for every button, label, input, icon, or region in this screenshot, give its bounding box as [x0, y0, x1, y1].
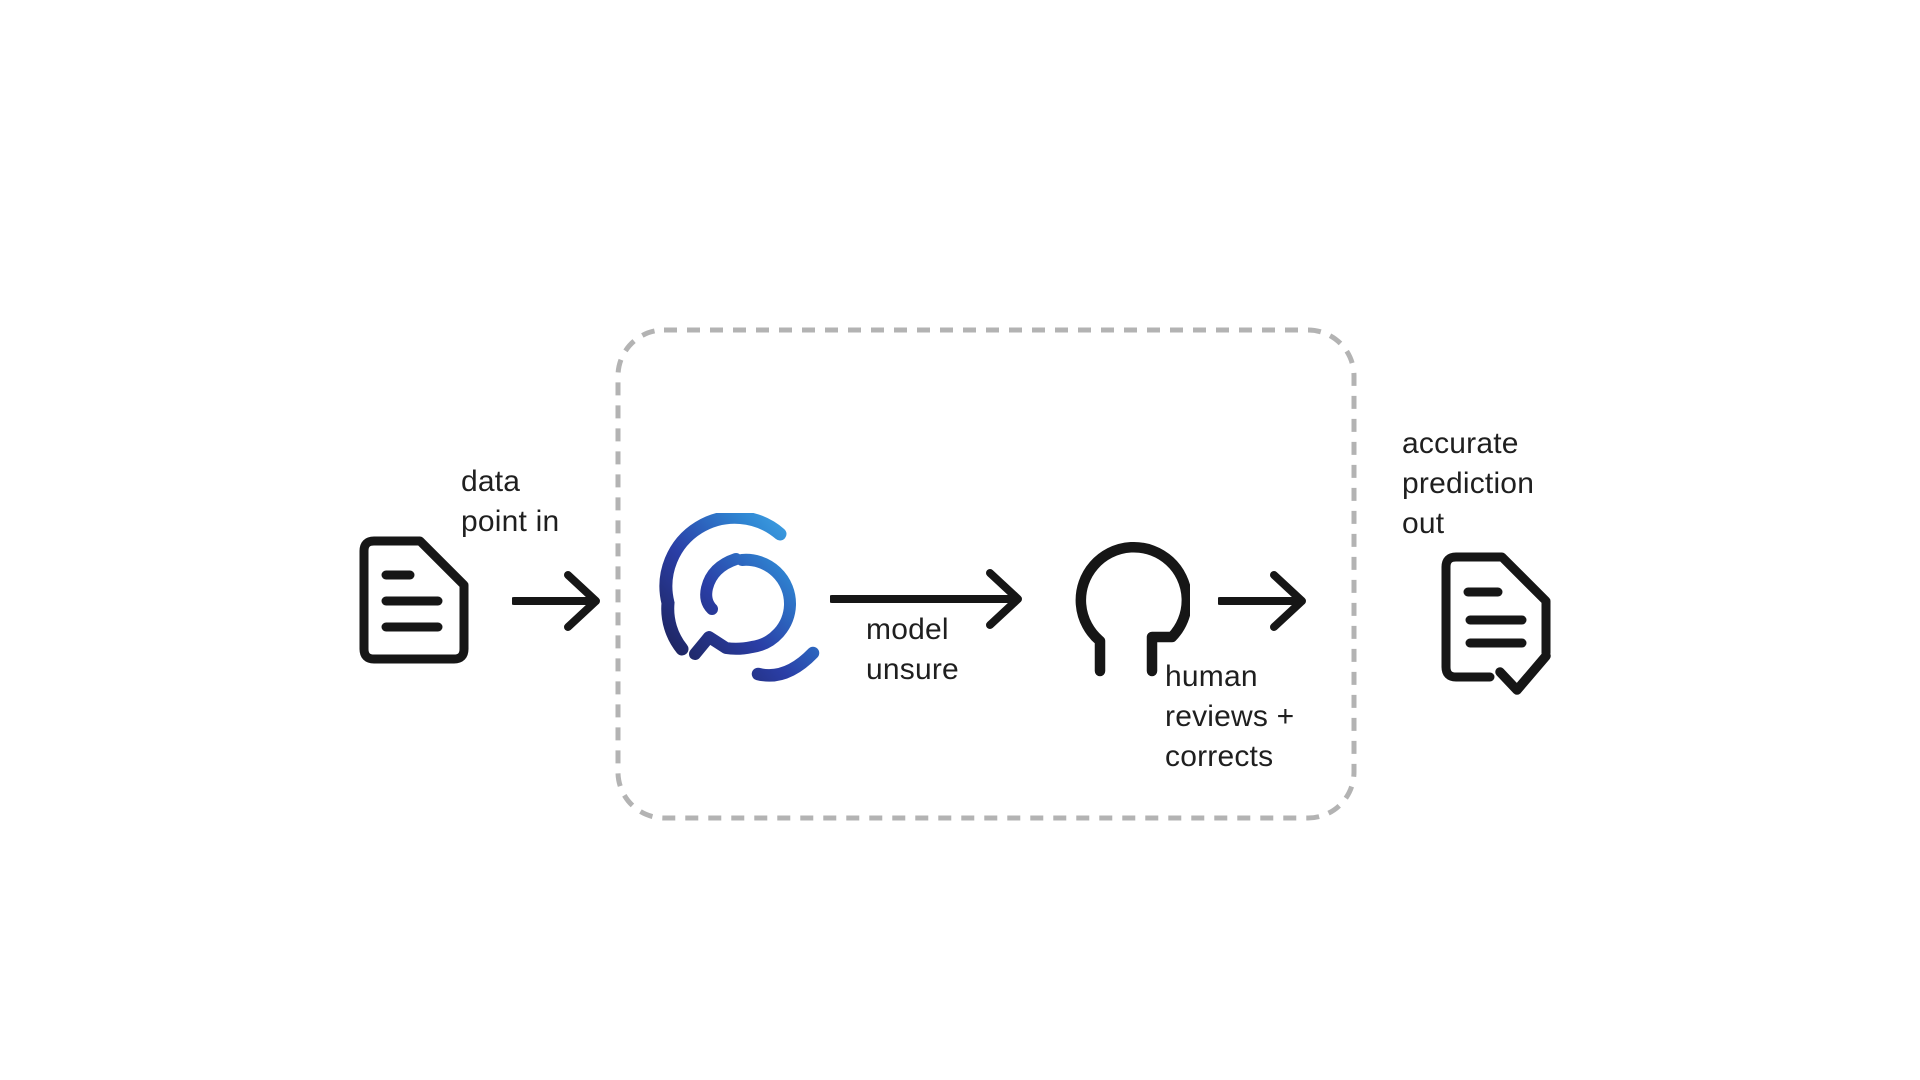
- output-arrow-icon: [1218, 571, 1306, 631]
- human-reviews-label: human reviews + corrects: [1165, 660, 1295, 773]
- arrow-shape: [512, 571, 600, 631]
- input-label: data point in: [461, 465, 560, 538]
- model-unsure-label: model unsure: [866, 613, 959, 686]
- document-outline: [1441, 552, 1551, 682]
- input-arrow-icon: [512, 571, 600, 631]
- human-head-icon: [1075, 542, 1190, 677]
- dashed-border: [615, 327, 1357, 821]
- document-icon: [359, 536, 469, 664]
- logo-inner-curl: [700, 553, 742, 615]
- arrow-shape: [1218, 571, 1306, 631]
- dashed-boundary-box: [615, 327, 1357, 821]
- output-label: accurate prediction out: [1402, 427, 1535, 540]
- document-check-icon: [1441, 552, 1551, 695]
- document-outline: [359, 536, 469, 664]
- logo-bottom-arc: [751, 646, 820, 682]
- model-unsure-arrow-icon: [830, 569, 1022, 629]
- model-logo-icon: [659, 513, 820, 682]
- logo-outer-spiral: [659, 513, 787, 656]
- arrow-shape: [830, 569, 1022, 629]
- checkmark: [1495, 651, 1551, 695]
- head-outline: [1075, 542, 1190, 677]
- logo-ring-wave: [689, 553, 796, 660]
